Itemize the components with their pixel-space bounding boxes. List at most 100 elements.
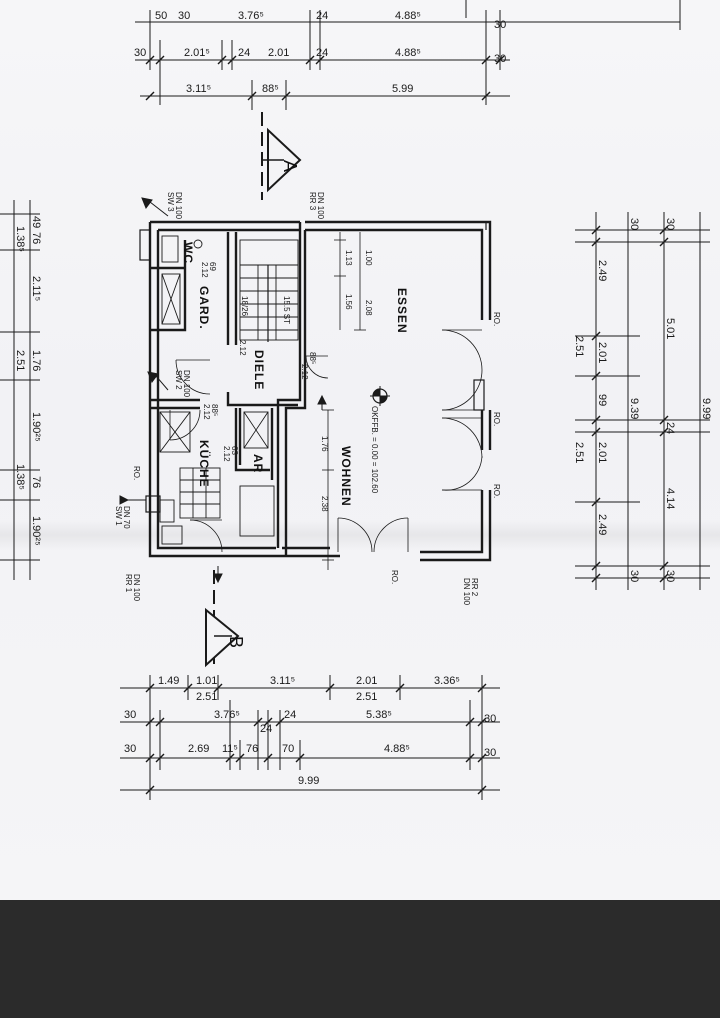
- ro-label: RO.: [390, 570, 399, 584]
- dim-label: 30: [484, 713, 496, 725]
- dim-label: 30: [664, 218, 676, 230]
- section-label-b: B: [226, 636, 246, 648]
- dim-label: 30: [124, 743, 136, 755]
- floor-plan: A B 50 30 3.76⁵ 24 4.88⁵ 30 30 2.01⁵ 24 …: [0, 0, 712, 800]
- rr2-label: RR 2: [470, 578, 479, 597]
- dim-label: 4.14: [664, 488, 676, 509]
- dim-label: 2.12: [202, 404, 211, 420]
- dim-label: 2.51: [573, 336, 585, 357]
- top-dimension-labels: 50 30 3.76⁵ 24 4.88⁵ 30 30 2.01⁵ 24 2.01…: [134, 10, 506, 95]
- dim-label: 2.01: [356, 675, 377, 687]
- fold-shadow: [0, 520, 720, 550]
- dim-label: 88⁵: [210, 404, 219, 416]
- sw2-label: SW 2: [174, 370, 183, 390]
- right-dimension-labels: 9.99 30 5.01 24 4.14 30 30 2.49 2.51 2.0…: [573, 218, 712, 582]
- windows: [139, 222, 487, 513]
- dim-label: 2.01: [596, 442, 608, 463]
- room-label-essen: ESSEN: [395, 288, 409, 334]
- dim-label: 1.13: [344, 250, 353, 266]
- scanned-sheet: [0, 0, 720, 900]
- dim-label: 1.01: [196, 675, 217, 687]
- dim-label: 2.12: [300, 364, 309, 380]
- sw2-dn: DN 100: [182, 370, 191, 398]
- opening-labels: RR 3 DN 100 SW 3 DN 100 SW 2 DN 100 SW 1…: [114, 192, 501, 606]
- left-dimension-chains: [0, 200, 40, 580]
- dim-label: 9.99: [298, 775, 319, 787]
- dim-label: 24: [664, 422, 676, 434]
- dim-label: 1.76: [30, 350, 42, 371]
- dim-label: 2.49: [596, 260, 608, 281]
- sw1-dn: DN 70: [122, 506, 131, 529]
- dim-label: 2.51: [196, 691, 217, 703]
- dim-label: 76: [246, 743, 258, 755]
- right-dimension-chains: [575, 212, 710, 590]
- rr3-label: RR 3: [308, 192, 317, 211]
- section-label-a: A: [280, 160, 300, 172]
- dim-label: 4.88⁵: [384, 743, 410, 755]
- dim-label: 3.11⁵: [186, 83, 211, 95]
- section-marker-b: [205, 570, 240, 668]
- rr1-label: RR 1: [124, 574, 133, 593]
- window-arrows: [119, 197, 327, 584]
- dim-label: 2.51: [14, 350, 26, 371]
- dim-label: 2.01: [268, 47, 289, 59]
- room-label-wohnen: WOHNEN: [339, 446, 353, 507]
- dim-label: 69: [208, 262, 217, 271]
- room-label-ar: AR: [251, 454, 265, 473]
- rr1-dn: DN 100: [132, 574, 141, 602]
- dim-label: 30: [494, 19, 506, 31]
- walls: [148, 220, 492, 562]
- dim-label: 24: [316, 10, 328, 22]
- dim-label: 2.12: [200, 262, 209, 278]
- dim-label: 24: [284, 709, 296, 721]
- dim-label: 30: [134, 47, 146, 59]
- dim-label: 2.51: [573, 442, 585, 463]
- dim-label: 2.12: [222, 446, 231, 462]
- dim-label: 49: [30, 216, 42, 228]
- dim-label: 5.01: [664, 318, 676, 339]
- dim-label: 70: [282, 743, 294, 755]
- dim-label: 30: [178, 10, 190, 22]
- dim-label: 1.38⁵: [14, 464, 26, 490]
- sw3-label: SW 3: [166, 192, 175, 212]
- room-label-wc: WC: [181, 242, 195, 264]
- section-marker-a: [261, 112, 302, 200]
- interior-dimensions: [322, 232, 366, 570]
- dim-label: 30: [124, 709, 136, 721]
- bottom-dimension-labels: 1.49 1.01 2.51 3.11⁵ 2.01 2.51 3.36⁵ 30 …: [124, 675, 496, 787]
- level-mark-label: OKFFB. = 0.00 = 102.60: [370, 406, 379, 494]
- interior-dimension-labels: 1.13 1.00 1.56 2.08 88⁵ 2.12 1.76 2.38 8…: [200, 250, 373, 512]
- ro-label: RO.: [132, 466, 141, 480]
- ro-label: RO.: [492, 412, 501, 426]
- dim-label: 2.11⁵: [30, 276, 42, 301]
- dim-label: 30: [484, 747, 496, 759]
- room-label-diele: DIELE: [252, 350, 266, 390]
- room-label-kueche: KÜCHE: [197, 440, 212, 488]
- scanner-bed: [0, 900, 720, 1018]
- dim-label: 24: [238, 47, 250, 59]
- dim-label: 88⁵: [308, 352, 317, 364]
- dim-label: 2.01: [596, 342, 608, 363]
- dim-label: 1.90²⁵: [30, 412, 42, 442]
- doors: [169, 329, 483, 553]
- dim-label: 88⁵: [262, 83, 279, 95]
- stairs-count: 15.5 ST: [282, 296, 291, 324]
- sw3-dn: DN 100: [174, 192, 183, 220]
- dim-label: 1.56: [344, 294, 353, 310]
- dim-label: 1.76: [320, 436, 329, 452]
- ro-label: RO.: [492, 312, 501, 326]
- dim-label: 2.12: [238, 340, 247, 356]
- room-label-gard: GARD.: [197, 286, 211, 330]
- dim-label: 5.38⁵: [366, 709, 392, 721]
- dim-label: 9.99: [700, 398, 712, 419]
- room-labels: ESSEN WOHNEN DIELE KÜCHE GARD. WC AR: [181, 242, 409, 507]
- rr2-dn: DN 100: [462, 578, 471, 606]
- sw1-label: SW 1: [114, 506, 123, 526]
- dim-label: 2.08: [364, 300, 373, 316]
- dim-label: 76: [30, 232, 42, 244]
- dim-label: 9.39: [628, 398, 640, 419]
- dim-label: 2.49: [596, 514, 608, 535]
- stairs: [239, 239, 299, 342]
- dim-label: 24: [316, 47, 328, 59]
- dim-label: 4.88⁵: [395, 10, 421, 22]
